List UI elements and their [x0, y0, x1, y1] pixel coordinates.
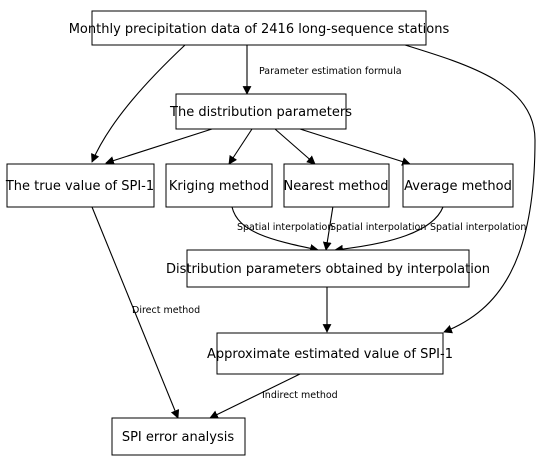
edge-average-to-interp — [334, 206, 444, 254]
edge-labels: Parameter estimation formula Spatial int… — [132, 66, 526, 401]
edge-true-value-to-error — [91, 206, 180, 419]
edge-params-to-kriging — [228, 128, 253, 165]
node-true-value-label: The true value of SPI-1 — [5, 179, 154, 194]
node-monthly-data-label: Monthly precipitation data of 2416 long-… — [69, 22, 450, 37]
node-distribution-params-label: The distribution parameters — [169, 105, 352, 120]
node-interp-params-label: Distribution parameters obtained by inte… — [166, 262, 490, 277]
edge-kriging-to-interp — [231, 206, 319, 253]
node-error-analysis: SPI error analysis — [111, 417, 246, 456]
edge-nearest-to-interp — [322, 205, 334, 251]
node-nearest: Nearest method — [283, 163, 390, 208]
edge-label-spatial-interp-kriging: Spatial interpolation — [237, 222, 333, 233]
node-approx-value: Approximate estimated value of SPI-1 — [207, 332, 453, 375]
edge-data-to-approx-value — [404, 44, 536, 334]
node-kriging: Kriging method — [165, 163, 273, 208]
node-average-label: Average method — [404, 179, 512, 194]
edge-params-to-nearest — [274, 128, 316, 165]
node-monthly-data: Monthly precipitation data of 2416 long-… — [69, 10, 450, 46]
node-error-analysis-label: SPI error analysis — [122, 430, 235, 445]
edge-data-to-true-value — [91, 44, 186, 163]
node-true-value: The true value of SPI-1 — [5, 163, 155, 208]
edge-label-parameter-formula: Parameter estimation formula — [259, 66, 402, 77]
node-nearest-label: Nearest method — [284, 179, 389, 194]
edges — [91, 44, 536, 419]
node-approx-value-label: Approximate estimated value of SPI-1 — [207, 347, 453, 362]
node-average: Average method — [402, 163, 514, 208]
edge-approx-to-error — [209, 373, 301, 419]
edge-params-to-average — [299, 128, 411, 166]
edge-label-direct-method: Direct method — [132, 305, 200, 316]
node-distribution-params: The distribution parameters — [169, 93, 352, 130]
node-kriging-label: Kriging method — [169, 179, 269, 194]
edge-label-spatial-interp-nearest: Spatial interpolation — [330, 222, 426, 233]
edge-label-spatial-interp-average: Spatial interpolation — [430, 222, 526, 233]
edge-params-to-true-value — [105, 128, 213, 165]
edge-label-indirect-method: Indirect method — [262, 390, 338, 401]
node-interp-params: Distribution parameters obtained by inte… — [166, 249, 490, 288]
